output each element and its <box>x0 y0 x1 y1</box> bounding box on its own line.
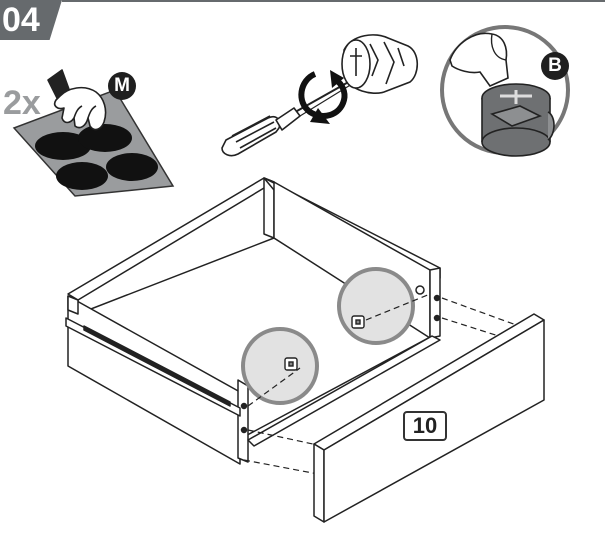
rotate-clockwise-icon <box>298 70 348 124</box>
hand-icon <box>47 69 107 131</box>
felt-pad-sheet <box>12 89 175 197</box>
cam-detail-circle <box>440 25 570 157</box>
cam-lock-closeup <box>481 83 555 157</box>
alignment-lines <box>243 293 531 475</box>
finger-icon <box>449 32 509 87</box>
part-number-tag: 10 <box>403 411 447 441</box>
callout-m: M <box>108 72 136 100</box>
cam-lock-icon <box>341 34 419 94</box>
felt-pad-2 <box>78 124 132 152</box>
pad-quantity-label: 2x <box>3 84 41 122</box>
felt-pad-3 <box>56 162 108 190</box>
screwdriver-icon <box>221 79 353 157</box>
cam-position-magnifier-left <box>241 327 319 405</box>
felt-pad-1 <box>35 132 91 160</box>
felt-pad-4 <box>106 153 158 181</box>
step-header-rule <box>62 0 605 2</box>
callout-b: B <box>541 52 569 80</box>
cam-position-magnifier-right <box>337 267 415 345</box>
